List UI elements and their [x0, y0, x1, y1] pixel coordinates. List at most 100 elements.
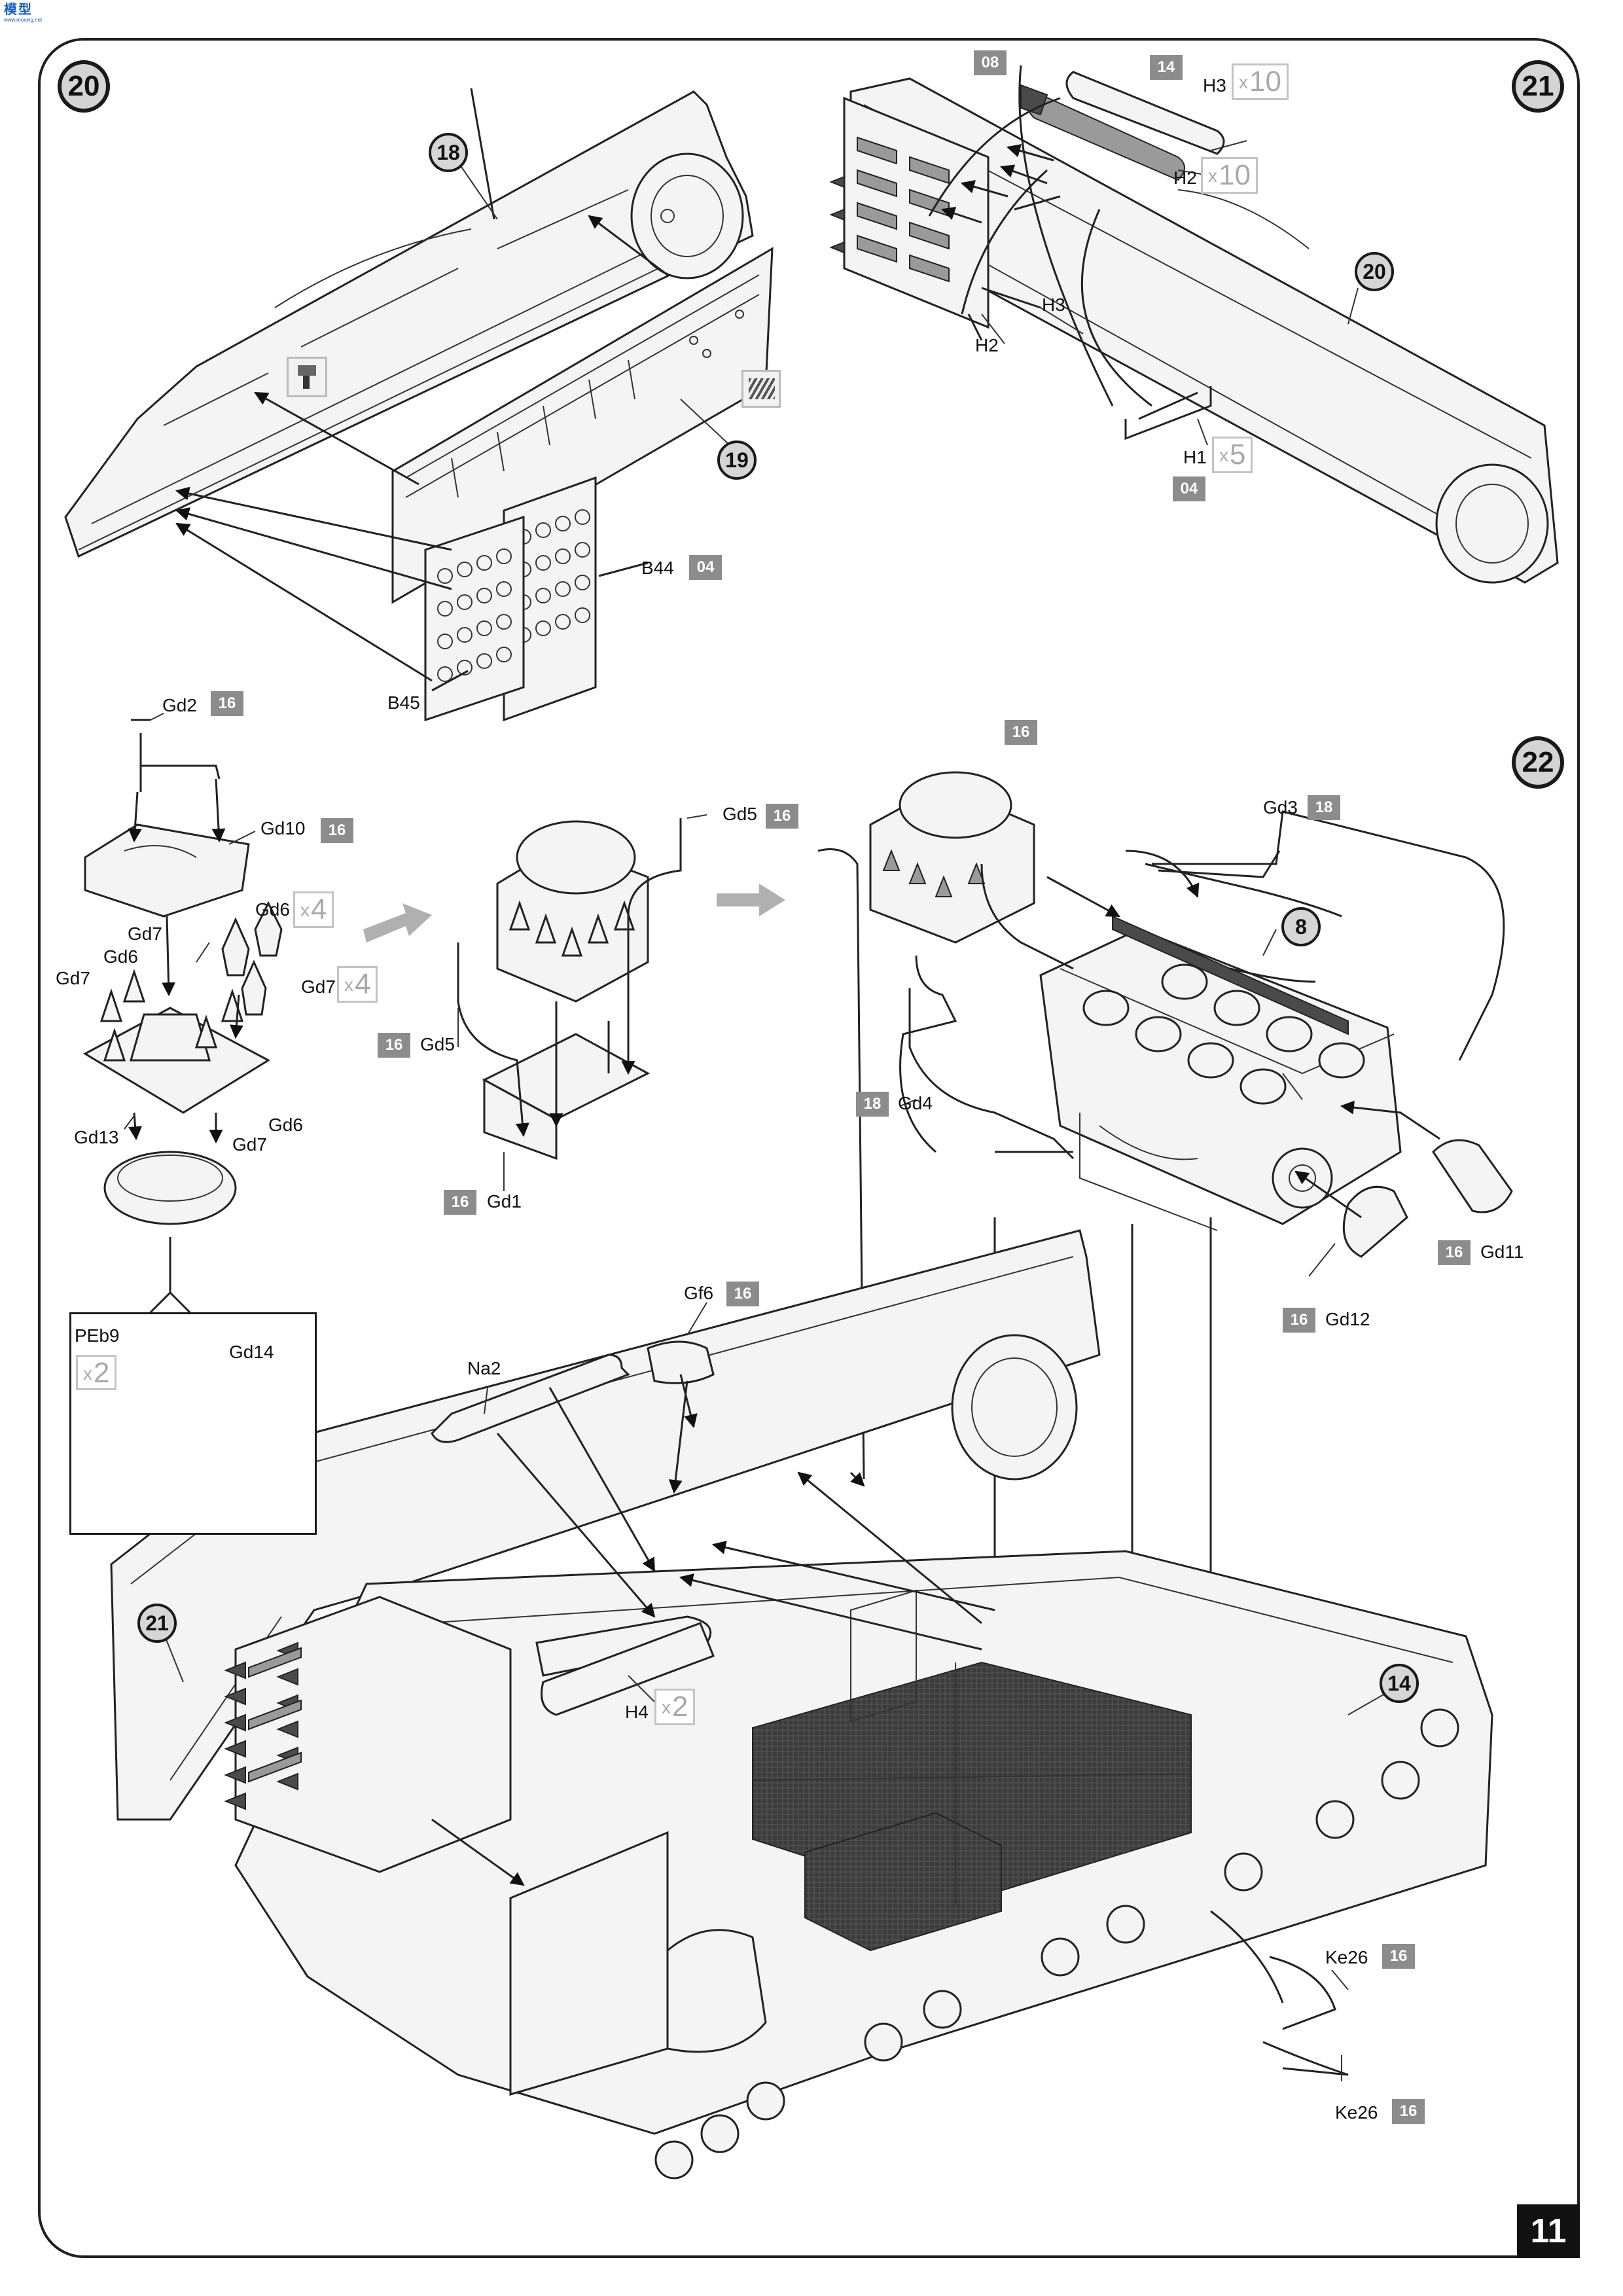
- step22-cap-gd13: [82, 901, 283, 1114]
- part-label-gd11: Gd11: [1480, 1242, 1524, 1262]
- step20-ammo-rack-b44: [503, 476, 597, 722]
- quantity-h3-value: 10: [1249, 65, 1281, 98]
- site-logo: 模型 www.moxing.net: [4, 3, 52, 25]
- assembly-arrow-icon: [363, 884, 785, 942]
- quantity-h1-value: 5: [1230, 439, 1246, 471]
- ref-step-18: 18: [429, 133, 468, 172]
- step21-handles-h1: [1124, 386, 1212, 440]
- quantity-gd7: x4: [337, 966, 378, 1003]
- step22-left-arrows: [128, 778, 243, 1314]
- part-label-b45: B45: [387, 692, 420, 713]
- part-label-h2-b: H2: [975, 335, 999, 355]
- quantity-gd6-value: 4: [311, 893, 327, 925]
- color-badge-ke26: 16: [1382, 1944, 1415, 1969]
- part-label-gd7-d: Gd7: [232, 1134, 267, 1155]
- step21-shells: [1020, 71, 1225, 181]
- color-badge-gd5-b: 16: [378, 1033, 410, 1058]
- step22-shells-na2-h4-gf6: [431, 1340, 715, 1716]
- color-badge-gd5: 16: [766, 804, 798, 829]
- step22-gd3-pipe: [1158, 850, 1316, 983]
- quantity-h4: x2: [654, 1689, 696, 1725]
- step-number-21: 21: [1512, 60, 1564, 113]
- color-badge-gd3: 18: [1308, 795, 1340, 820]
- step20-rack-panel-19: [391, 247, 774, 604]
- step-number-20: 20: [58, 60, 110, 113]
- times-glyph: x: [662, 1697, 671, 1717]
- part-label-b44: B44: [641, 558, 674, 578]
- part-label-gd6: Gd6: [255, 899, 290, 920]
- color-badge-extinguisher: 16: [1005, 720, 1037, 745]
- quantity-h4-value: 2: [672, 1691, 688, 1723]
- quantity-peb9: x2: [76, 1355, 117, 1390]
- part-label-gd7-b: Gd7: [56, 968, 90, 988]
- step22-hull-ammo-rack: [224, 1596, 512, 1873]
- times-glyph: x: [1208, 166, 1217, 186]
- step20-arrows: [175, 88, 668, 692]
- step21-ammo-rack: [829, 96, 990, 329]
- color-badge-gd10: 16: [321, 818, 353, 843]
- part-label-gd4: Gd4: [898, 1093, 933, 1113]
- color-badge-ke26-b: 16: [1392, 2099, 1425, 2124]
- part-label-gd7-c: Gd7: [301, 977, 336, 997]
- times-glyph: x: [1219, 445, 1228, 465]
- part-label-gd14: Gd14: [229, 1342, 274, 1362]
- step22-gear-ring: [103, 1151, 237, 1225]
- color-badge-gd12: 16: [1283, 1308, 1315, 1333]
- part-label-gd10: Gd10: [260, 818, 306, 838]
- logo-text: 模型: [4, 3, 33, 17]
- part-label-h2: H2: [1173, 168, 1197, 188]
- part-label-ke26: Ke26: [1325, 1947, 1368, 1967]
- part-label-h1: H1: [1183, 447, 1207, 467]
- color-badge-08: 08: [974, 50, 1007, 75]
- step-number-22: 22: [1512, 736, 1564, 789]
- ref-step-19: 19: [717, 440, 757, 480]
- step22-gd4-pipe: [817, 848, 1075, 1480]
- extinguisher-detail-inset: [69, 1312, 317, 1535]
- ref-step-21: 21: [137, 1604, 177, 1643]
- quantity-gd7-value: 4: [355, 968, 371, 1000]
- step22-intake-gd11-gd12: [1342, 1139, 1513, 1258]
- part-label-gd2: Gd2: [162, 695, 197, 715]
- step22-mount-gd10: [84, 823, 250, 918]
- color-badge-gf6: 16: [726, 1282, 759, 1306]
- color-badge-14: 14: [1150, 55, 1183, 80]
- part-label-na2: Na2: [467, 1358, 501, 1378]
- part-label-h3: H3: [1203, 75, 1226, 96]
- step22-extinguisher-top: [869, 771, 1035, 944]
- page-number: 11: [1517, 2204, 1580, 2258]
- times-glyph: x: [344, 975, 353, 995]
- part-label-ke26-b: Ke26: [1335, 2102, 1378, 2123]
- part-label-gd6-b: Gd6: [103, 946, 138, 967]
- part-label-gd5: Gd5: [722, 804, 757, 824]
- step20-ammo-rack-b45: [424, 515, 525, 722]
- quantity-h1: x5: [1212, 437, 1253, 473]
- part-label-gd1: Gd1: [487, 1191, 522, 1211]
- part-label-h4: H4: [625, 1702, 649, 1722]
- part-label-gd13: Gd13: [74, 1127, 119, 1147]
- paint-roller-icon: [287, 357, 327, 397]
- part-label-h3-b: H3: [1042, 295, 1065, 315]
- color-badge-04-h1: 04: [1173, 476, 1205, 501]
- logo-subtitle: www.moxing.net: [4, 17, 43, 23]
- part-label-peb9: PEb9: [75, 1325, 120, 1346]
- step22-engine: [1039, 915, 1402, 1231]
- part-label-gf6: Gf6: [684, 1283, 714, 1303]
- color-badge-gd1: 16: [444, 1190, 476, 1215]
- part-label-gd3: Gd3: [1263, 797, 1298, 817]
- page-frame: [38, 38, 1580, 2258]
- part-label-gd5-b: Gd5: [420, 1034, 455, 1054]
- step20-hull-panel: [64, 90, 754, 558]
- step22-extinguisher-mid: [482, 820, 651, 1160]
- leader-lines: [124, 140, 1395, 2081]
- step22-mid-arrows: [457, 818, 682, 1138]
- times-glyph: x: [300, 900, 310, 920]
- quantity-h2-value: 10: [1219, 159, 1251, 191]
- ref-step-20: 20: [1355, 252, 1394, 291]
- step21-hull-panel: [849, 77, 1559, 584]
- part-label-gd12: Gd12: [1325, 1309, 1370, 1329]
- color-badge-gd11: 16: [1438, 1240, 1471, 1265]
- quantity-h3: x10: [1232, 63, 1289, 100]
- ref-step-8: 8: [1281, 907, 1321, 946]
- part-label-gd7: Gd7: [128, 924, 162, 944]
